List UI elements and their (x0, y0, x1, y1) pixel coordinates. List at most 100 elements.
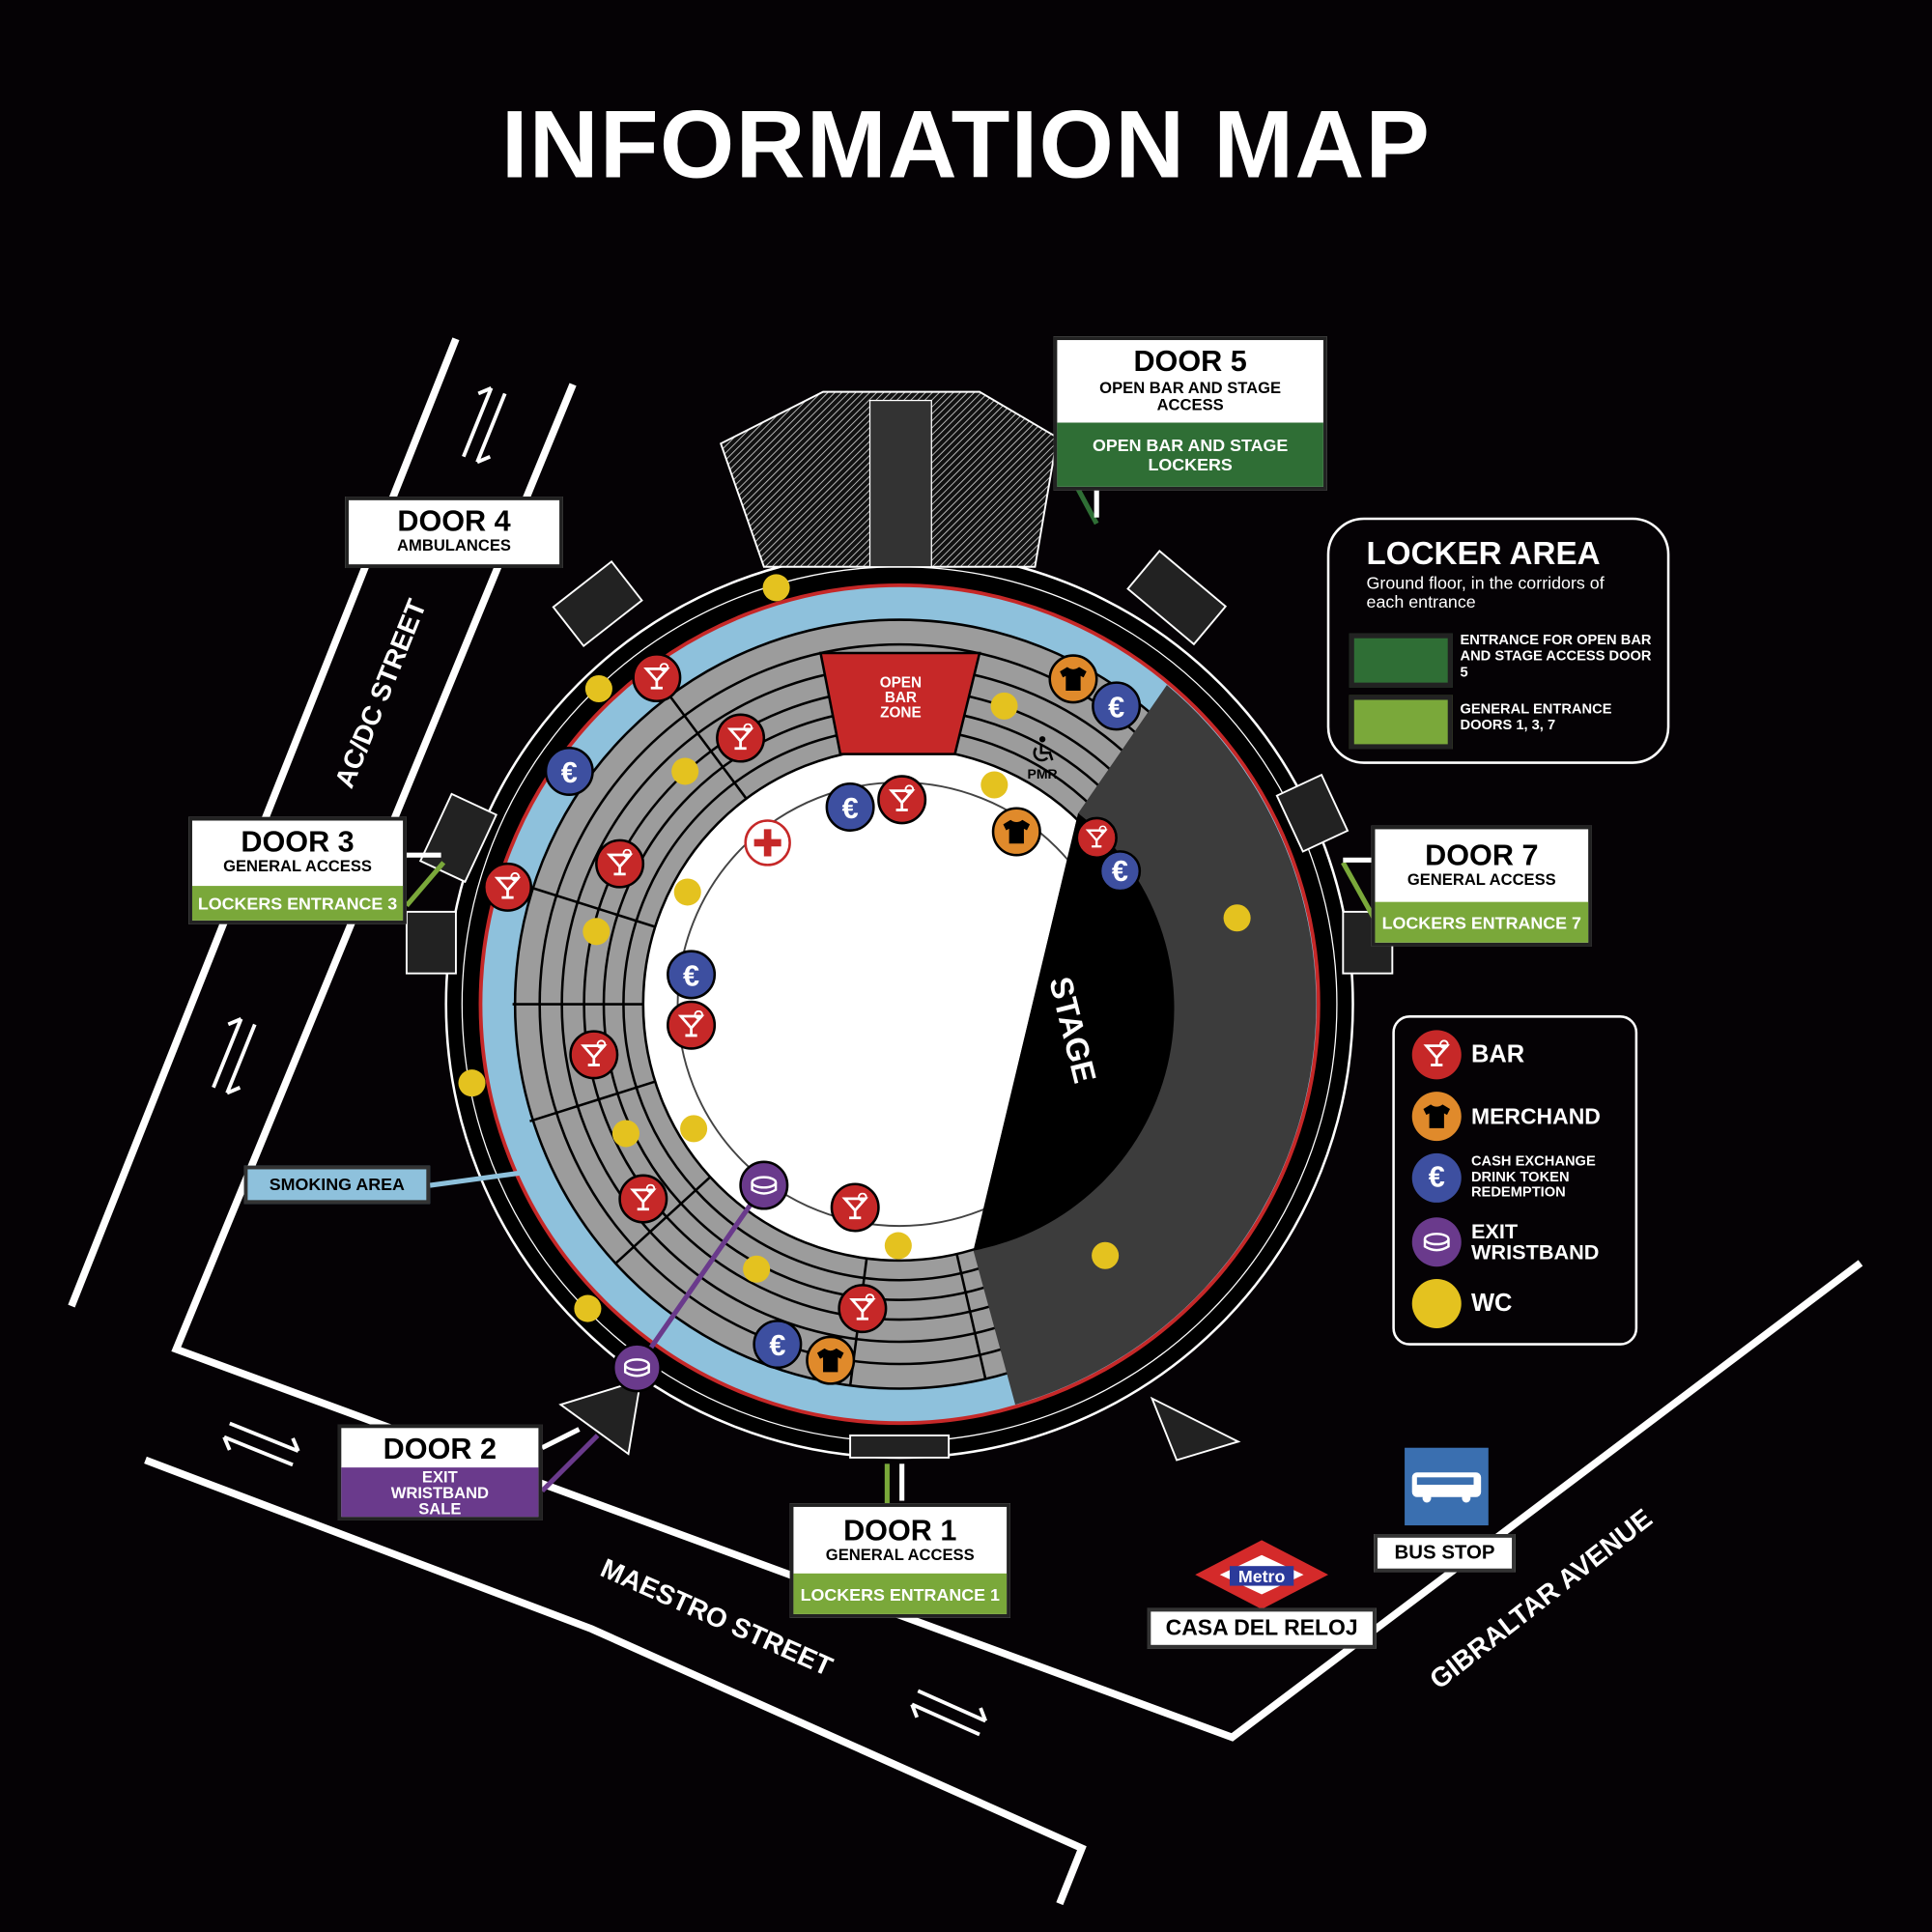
two-way-arrows (212, 385, 987, 1737)
euro-icon[interactable]: € (544, 746, 594, 796)
legend-label-merch: MERCHAND (1470, 1103, 1601, 1128)
euro-symbol: € (561, 756, 578, 789)
two-way-arrow-icon (910, 1689, 987, 1737)
door-3-label[interactable]: DOOR 3 GENERAL ACCESS LOCKERS ENTRANCE 3 (188, 816, 407, 924)
door-3-lockers: LOCKERS ENTRANCE 3 (191, 886, 404, 921)
wristband-icon (1411, 1217, 1462, 1267)
smoking-area-label[interactable]: SMOKING AREA (243, 1165, 431, 1205)
wc-dot-icon[interactable] (762, 574, 790, 602)
legend-item-wc: WC (1411, 1278, 1512, 1328)
door-5-title: DOOR 5 (1133, 345, 1247, 379)
wc-dot-icon[interactable] (584, 674, 612, 703)
wc-dot-icon[interactable] (1223, 904, 1251, 932)
bar-cocktail-icon[interactable] (716, 713, 766, 763)
tshirt-icon[interactable] (1048, 654, 1098, 704)
open-bar-zone[interactable] (818, 651, 981, 755)
locker-area-title: LOCKER AREA (1366, 534, 1601, 572)
pmr-label: PMR (1028, 766, 1058, 781)
euro-icon[interactable]: € (825, 781, 875, 832)
bar-cocktail-icon[interactable] (482, 862, 533, 912)
legend-item-wristband: EXIT WRISTBAND (1411, 1217, 1607, 1267)
locker-item-door5: ENTRANCE FOR OPEN BAR AND STAGE ACCESS D… (1460, 633, 1652, 681)
wc-dot-icon[interactable] (611, 1120, 639, 1148)
wc-dot-icon[interactable] (458, 1069, 486, 1097)
legend-item-bar: BAR (1411, 1030, 1524, 1080)
euro-icon[interactable]: € (667, 950, 717, 1000)
wc-dot-icon[interactable] (582, 918, 611, 946)
bar-cocktail-icon[interactable] (569, 1030, 619, 1080)
bus-icon (1405, 1447, 1489, 1526)
bus-stop-label[interactable]: BUS STOP (1374, 1534, 1516, 1573)
door-2-title: DOOR 2 (383, 1433, 497, 1466)
legend-item-cash: € CASH EXCHANGE DRINK TOKEN REDEMPTION (1411, 1152, 1619, 1203)
door-7-label[interactable]: DOOR 7 GENERAL ACCESS LOCKERS ENTRANCE 7 (1371, 825, 1592, 947)
bar-cocktail-icon[interactable] (838, 1284, 888, 1334)
door-3-subtitle: GENERAL ACCESS (223, 856, 372, 875)
maestro-street-line (144, 1456, 1087, 1906)
wc-dot-icon[interactable] (673, 878, 701, 906)
wheelchair-icon (1033, 736, 1054, 762)
bar-markers (482, 653, 1118, 1334)
locker-swatch-door5 (1349, 633, 1453, 688)
wc-dot-icon[interactable] (574, 1294, 602, 1322)
legend-label-cash: CASH EXCHANGE DRINK TOKEN REDEMPTION (1470, 1154, 1596, 1201)
euro-symbol: € (769, 1329, 785, 1362)
tshirt-icon (1411, 1092, 1462, 1142)
door-5-lockers: OPEN BAR AND STAGE LOCKERS (1057, 422, 1323, 487)
first-aid-icon[interactable] (744, 819, 791, 867)
bar-cocktail-icon[interactable] (618, 1174, 668, 1224)
two-way-arrow-icon (462, 385, 507, 465)
door-4-title: DOOR 4 (397, 504, 511, 539)
wc-dot-icon[interactable] (884, 1232, 912, 1260)
wc-dot-icon[interactable] (980, 771, 1009, 799)
bar-cocktail-icon[interactable] (632, 653, 682, 703)
wc-markers (458, 574, 1251, 1322)
wc-dot-icon[interactable] (680, 1115, 708, 1143)
arena-red-ring (478, 582, 1321, 1426)
door-3-title: DOOR 3 (241, 825, 355, 860)
door-4-label[interactable]: DOOR 4 AMBULANCES (345, 497, 563, 569)
door-2-label[interactable]: DOOR 2 EXIT WRISTBAND SALE (337, 1424, 543, 1520)
metro-logo-text: Metro (1238, 1567, 1286, 1586)
euro-icon[interactable]: € (753, 1320, 803, 1370)
wristband-icon[interactable] (739, 1160, 789, 1210)
door-1-subtitle: GENERAL ACCESS (825, 1545, 975, 1564)
cocktail-icon (1411, 1030, 1462, 1080)
euro-icon[interactable]: € (1092, 681, 1142, 731)
door-1-label[interactable]: DOOR 1 GENERAL ACCESS LOCKERS ENTRANCE 1 (789, 1503, 1010, 1618)
bar-cocktail-icon[interactable] (1075, 816, 1118, 860)
bar-cocktail-icon[interactable] (667, 1000, 717, 1050)
locker-area-description: Ground floor, in the corridors of each e… (1366, 573, 1605, 611)
wc-dot-icon[interactable] (671, 757, 699, 785)
tshirt-icon[interactable] (806, 1335, 856, 1385)
bar-cocktail-icon[interactable] (830, 1182, 880, 1233)
door-5-label[interactable]: DOOR 5 OPEN BAR AND STAGE ACCESS OPEN BA… (1053, 336, 1327, 491)
merch-markers (806, 654, 1098, 1385)
stage (973, 812, 1175, 1251)
wc-dot-icon[interactable] (1092, 1241, 1120, 1269)
locker-area-panel: LOCKER AREA Ground floor, in the corrido… (1326, 517, 1670, 764)
wc-dot-icon[interactable] (743, 1255, 771, 1283)
wc-dot-icon[interactable] (990, 692, 1018, 720)
metro-station-label[interactable]: CASA DEL RELOJ (1147, 1607, 1377, 1649)
door-7-title: DOOR 7 (1425, 838, 1539, 873)
door-4-subtitle: AMBULANCES (397, 535, 511, 554)
euro-icon: € (1411, 1152, 1462, 1203)
door-7-lockers: LOCKERS ENTRANCE 7 (1375, 901, 1589, 943)
wristband-icon[interactable] (611, 1343, 662, 1393)
bar-cocktail-icon[interactable] (595, 838, 645, 889)
page-title: INFORMATION MAP (500, 90, 1432, 199)
connector-lines (404, 488, 1377, 1504)
main-stairs (868, 399, 932, 568)
two-way-arrow-icon (222, 1421, 300, 1467)
tshirt-icon[interactable] (991, 807, 1041, 857)
wc-dot-icon (1411, 1278, 1462, 1328)
wristband-markers (611, 1160, 789, 1393)
bar-cocktail-icon[interactable] (877, 775, 927, 825)
two-way-arrow-icon (212, 1017, 257, 1095)
legend-panel: BAR MERCHAND € CASH EXCHANGE DRINK TOKEN… (1392, 1015, 1638, 1346)
euro-icon[interactable]: € (1098, 850, 1142, 893)
door-2-wristband-sale: EXIT WRISTBAND SALE (341, 1467, 539, 1518)
metro-logo: Metro (1195, 1540, 1328, 1609)
